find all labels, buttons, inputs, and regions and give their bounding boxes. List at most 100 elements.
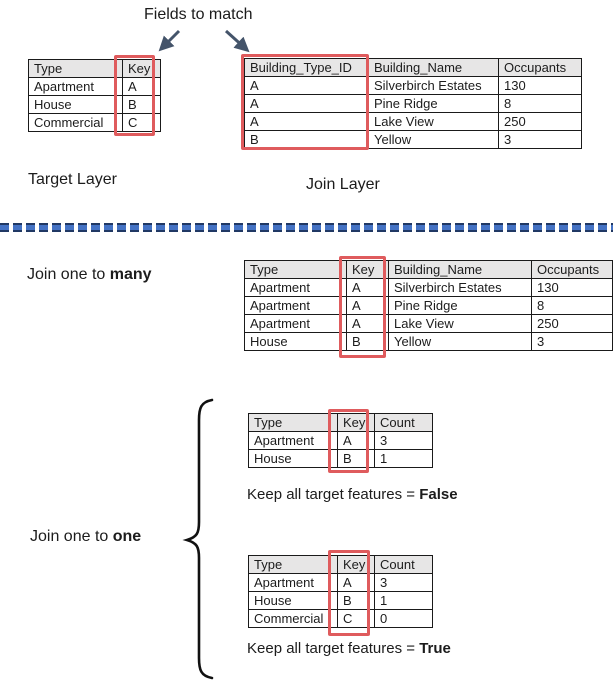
keep-false-prefix: Keep all target features = xyxy=(247,486,420,503)
join-one-to-many-prefix: Join one to xyxy=(27,266,110,283)
keep-target-features-false-label: Keep all target features = False xyxy=(247,486,458,503)
table-cell: B xyxy=(122,95,161,114)
table-cell: 3 xyxy=(531,332,613,351)
table-cell: A xyxy=(346,314,389,333)
table-cell: House xyxy=(28,95,123,114)
column-header: Key xyxy=(337,413,375,432)
table-cell: 8 xyxy=(531,296,613,315)
table-cell: Pine Ridge xyxy=(368,94,499,113)
column-header: Type xyxy=(248,555,338,574)
table-cell: 3 xyxy=(374,573,433,592)
table-cell: 3 xyxy=(374,431,433,450)
table-cell: A xyxy=(244,76,369,95)
table-cell: B xyxy=(337,591,375,610)
table-cell: C xyxy=(122,113,161,132)
table-cell: Silverbirch Estates xyxy=(368,76,499,95)
table-cell: 8 xyxy=(498,94,582,113)
table-cell: Lake View xyxy=(388,314,532,333)
table-cell: B xyxy=(244,130,369,149)
table-cell: 1 xyxy=(374,591,433,610)
column-header: Type xyxy=(248,413,338,432)
table-cell: Apartment xyxy=(248,431,338,450)
table-cell: House xyxy=(244,332,347,351)
column-header: Occupants xyxy=(498,58,582,77)
column-header: Building_Type_ID xyxy=(244,58,369,77)
column-header: Key xyxy=(337,555,375,574)
down-left-arrow-icon xyxy=(158,29,181,52)
target-layer-label: Target Layer xyxy=(28,171,117,188)
down-right-arrow-icon xyxy=(224,29,250,53)
join-layer-label: Join Layer xyxy=(306,176,380,193)
table-cell: House xyxy=(248,449,338,468)
join-one-to-many-label: Join one to many xyxy=(27,266,152,284)
join-one-to-one-label: Join one to one xyxy=(30,528,141,546)
table-cell: A xyxy=(244,94,369,113)
table-cell: 1 xyxy=(374,449,433,468)
keep-true-value: True xyxy=(419,640,451,657)
column-header: Building_Name xyxy=(368,58,499,77)
table-cell: 130 xyxy=(531,278,613,297)
table-cell: A xyxy=(346,278,389,297)
column-header: Count xyxy=(374,555,433,574)
keep-false-value: False xyxy=(419,486,458,503)
table-cell: Commercial xyxy=(28,113,123,132)
table-cell: A xyxy=(346,296,389,315)
table-cell: Apartment xyxy=(28,77,123,96)
join-one-to-one-bold: one xyxy=(112,528,142,545)
table-cell: Lake View xyxy=(368,112,499,131)
section-divider xyxy=(0,223,613,232)
table-cell: Apartment xyxy=(244,278,347,297)
keep-true-prefix: Keep all target features = xyxy=(247,640,420,657)
join-one-to-many-bold: many xyxy=(109,266,152,283)
table-cell: Apartment xyxy=(244,296,347,315)
table-cell: Yellow xyxy=(388,332,532,351)
column-header: Key xyxy=(346,260,389,279)
table-cell: 3 xyxy=(498,130,582,149)
table-cell: Yellow xyxy=(368,130,499,149)
table-cell: Commercial xyxy=(248,609,338,628)
table-cell: A xyxy=(244,112,369,131)
join-one-to-one-prefix: Join one to xyxy=(30,528,113,545)
column-header: Type xyxy=(244,260,347,279)
table-cell: A xyxy=(337,573,375,592)
table-cell: B xyxy=(337,449,375,468)
column-header: Building_Name xyxy=(388,260,532,279)
table-cell: House xyxy=(248,591,338,610)
column-header: Occupants xyxy=(531,260,613,279)
left-curly-brace-icon xyxy=(182,398,214,680)
table-cell: Apartment xyxy=(244,314,347,333)
table-cell: 130 xyxy=(498,76,582,95)
keep-target-features-true-label: Keep all target features = True xyxy=(247,640,451,657)
table-cell: Silverbirch Estates xyxy=(388,278,532,297)
table-cell: 0 xyxy=(374,609,433,628)
table-cell: B xyxy=(346,332,389,351)
table-cell: Apartment xyxy=(248,573,338,592)
fields-to-match-label: Fields to match xyxy=(144,6,253,23)
column-header: Key xyxy=(122,59,161,78)
column-header: Type xyxy=(28,59,123,78)
table-cell: C xyxy=(337,609,375,628)
